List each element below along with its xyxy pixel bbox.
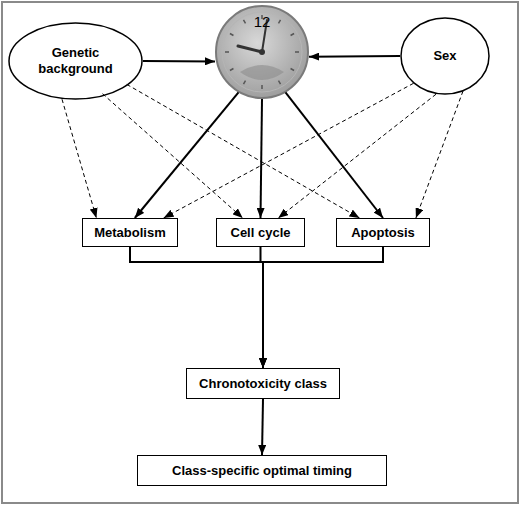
class-box: Chronotoxicity class: [186, 368, 340, 399]
clock-numeral: 12: [254, 14, 271, 30]
solid-arrow: [309, 55, 400, 58]
node-label: Class-specific optimal timing: [172, 463, 352, 479]
solid-arrow: [263, 247, 383, 368]
process-box: Cell cycle: [216, 218, 305, 247]
outcome-box: Class-specific optimal timing: [137, 455, 387, 486]
dashed-arrow: [416, 91, 463, 218]
solid-arrow: [286, 92, 384, 218]
factor-ellipse: Genetic background: [8, 22, 143, 100]
node-label: Chronotoxicity class: [199, 376, 327, 392]
solid-arrow: [143, 60, 215, 62]
process-box: Apoptosis: [336, 218, 430, 247]
factor-ellipse: Sex: [400, 17, 490, 95]
solid-arrow: [261, 99, 263, 218]
dashed-arrow: [62, 99, 96, 218]
dashed-arrow: [164, 83, 414, 218]
node-label: Genetic background: [30, 45, 121, 77]
solid-arrow: [261, 247, 264, 368]
dashed-arrow: [278, 94, 436, 218]
dashed-arrow: [103, 94, 243, 218]
process-box: Metabolism: [82, 218, 178, 247]
node-label: Metabolism: [94, 225, 166, 241]
solid-arrow: [262, 399, 263, 455]
solid-arrow: [135, 92, 239, 218]
clock-node: 12: [215, 5, 309, 99]
node-label: Cell cycle: [231, 225, 291, 241]
node-label: Apoptosis: [351, 225, 415, 241]
dashed-arrow: [127, 84, 360, 218]
solid-arrow: [130, 247, 263, 368]
node-label: Sex: [433, 48, 456, 64]
